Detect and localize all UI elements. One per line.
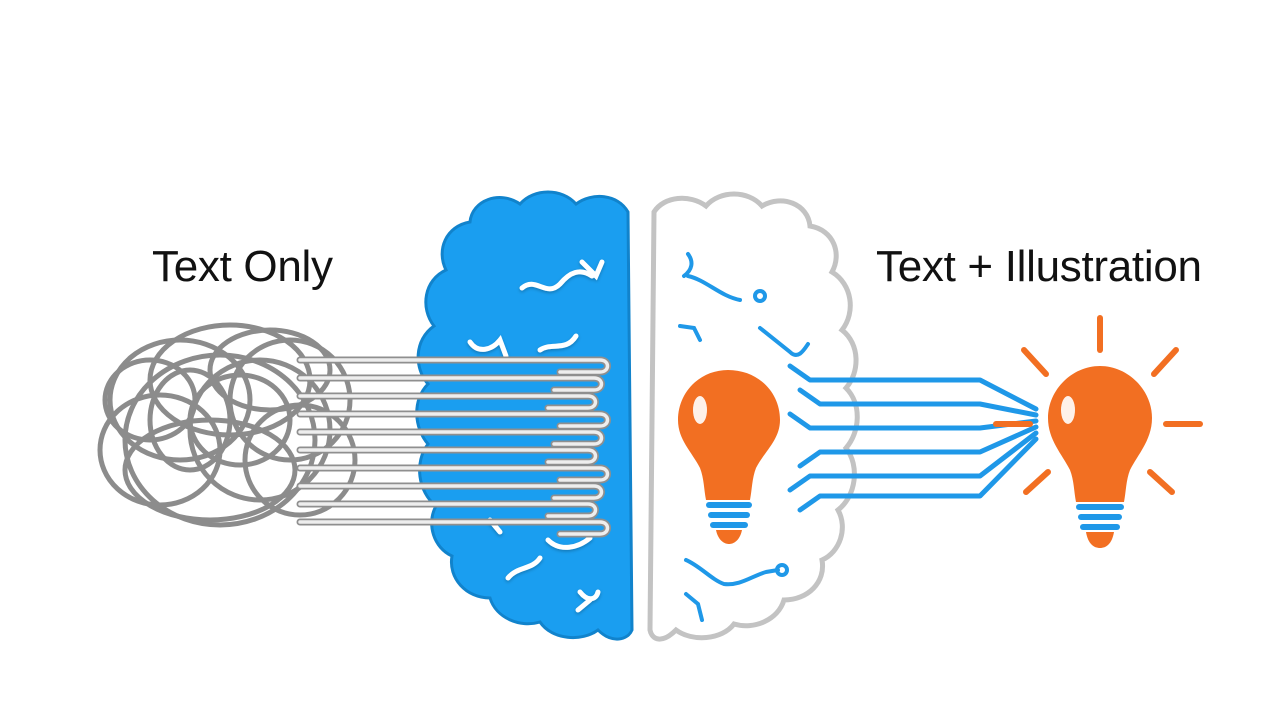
brain-right-hemisphere-icon — [647, 191, 860, 642]
label-text-only: Text Only — [152, 242, 333, 291]
label-text-illustration: Text + Illustration — [876, 242, 1202, 291]
circuit-wires-icon — [787, 363, 1039, 513]
tangled-wires-icon — [97, 322, 358, 528]
lightbulb-inner-icon — [678, 370, 780, 544]
lightbulb-icon — [993, 315, 1203, 548]
straight-wires-icon — [296, 356, 611, 538]
